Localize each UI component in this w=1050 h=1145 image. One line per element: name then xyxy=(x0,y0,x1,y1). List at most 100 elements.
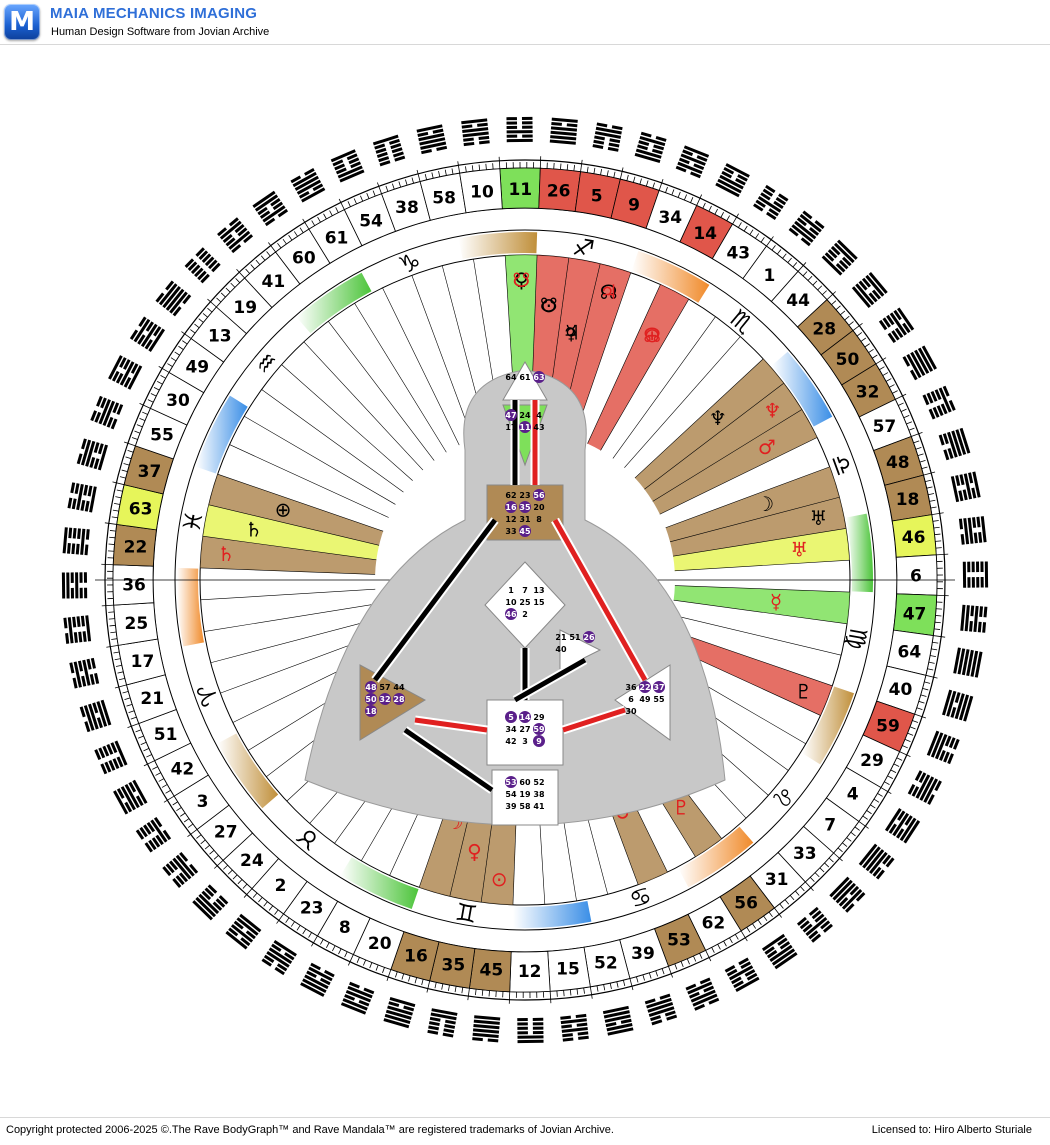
degree-tick xyxy=(884,781,890,785)
channel-line[interactable] xyxy=(403,727,494,793)
spoke-line xyxy=(411,275,474,440)
hexagram-icon xyxy=(821,239,858,276)
planet-glyph-icon: ♃ xyxy=(600,280,618,304)
degree-tick xyxy=(209,849,215,855)
degree-tick xyxy=(170,357,177,362)
gate-cell-10[interactable] xyxy=(459,168,503,214)
gate-number: 52 xyxy=(594,954,618,974)
degree-tick xyxy=(131,437,138,440)
degree-tick xyxy=(677,191,681,198)
channel-line[interactable] xyxy=(414,717,488,733)
degree-tick xyxy=(895,393,907,400)
degree-tick xyxy=(207,307,213,313)
degree-tick xyxy=(726,215,730,221)
spoke-line xyxy=(659,437,818,515)
degree-tick xyxy=(158,778,165,782)
degree-tick xyxy=(819,867,825,873)
degree-tick xyxy=(932,520,939,522)
degree-tick xyxy=(912,720,919,723)
degree-tick xyxy=(153,387,160,391)
channel-line[interactable] xyxy=(373,518,497,682)
gate-number: 22 xyxy=(124,537,148,557)
planet-glyph-icon: ☽ xyxy=(756,492,774,516)
center-gate-label: 56 xyxy=(533,491,545,500)
degree-tick xyxy=(757,919,762,925)
degree-tick xyxy=(163,795,175,803)
degree-tick xyxy=(109,530,116,532)
spoke-line xyxy=(612,316,716,459)
degree-tick xyxy=(661,968,665,975)
degree-tick xyxy=(441,983,444,990)
degree-tick xyxy=(932,641,939,644)
gate-number: 21 xyxy=(140,689,164,709)
hexagram-icon xyxy=(94,740,128,775)
activation-wedge xyxy=(670,497,846,557)
degree-tick xyxy=(809,877,815,882)
gate-number: 45 xyxy=(480,961,504,981)
gate-number: 6 xyxy=(910,566,922,586)
degree-tick xyxy=(928,661,935,664)
hexagram-icon xyxy=(953,647,983,678)
active-gate-dot xyxy=(505,501,517,513)
degree-tick xyxy=(124,697,131,700)
degree-tick xyxy=(896,757,903,761)
degree-tick xyxy=(648,972,652,979)
degree-tick xyxy=(142,411,148,415)
center-gate-label: 52 xyxy=(533,778,544,787)
degree-tick xyxy=(824,862,830,868)
degree-tick xyxy=(112,481,125,486)
active-gate-dot xyxy=(533,371,545,383)
degree-tick xyxy=(776,249,782,255)
degree-tick xyxy=(143,760,155,767)
active-gate-dot xyxy=(505,776,517,788)
planet-glyph-icon: ♂ xyxy=(758,435,776,459)
degree-tick xyxy=(702,202,706,209)
gate-number: 34 xyxy=(658,208,682,228)
spoke-line xyxy=(200,567,376,575)
gate-number: 27 xyxy=(214,823,238,843)
planet-glyph-icon: ⊕ xyxy=(644,323,661,347)
degree-tick xyxy=(405,179,408,186)
channel-line[interactable] xyxy=(513,657,587,703)
degree-tick xyxy=(401,973,405,980)
center-gate-label: 7 xyxy=(522,586,528,595)
gate-number: 7 xyxy=(824,815,836,835)
degree-tick xyxy=(560,163,562,170)
degree-tick xyxy=(918,700,925,704)
degree-tick xyxy=(220,292,226,298)
degree-tick xyxy=(807,275,813,281)
degree-tick xyxy=(242,883,248,889)
degree-tick xyxy=(931,648,938,651)
spoke-line xyxy=(229,444,389,518)
center-gate-label: 22 xyxy=(639,683,650,692)
hexagram-icon xyxy=(252,190,289,227)
degree-tick xyxy=(274,909,279,915)
degree-tick xyxy=(800,886,805,892)
center-gate-label: 32 xyxy=(379,695,390,704)
gate-number: 39 xyxy=(631,944,655,964)
channel-line[interactable] xyxy=(562,707,626,733)
degree-tick xyxy=(699,953,703,959)
channel-line[interactable] xyxy=(552,518,648,682)
center-gate-label: 49 xyxy=(639,695,651,704)
degree-tick xyxy=(128,710,135,714)
center-gate-label: 46 xyxy=(505,610,517,619)
degree-tick xyxy=(118,677,126,681)
degree-tick xyxy=(356,957,360,963)
degree-tick xyxy=(873,798,880,803)
center-gate-label: 20 xyxy=(533,503,545,512)
spoke-line xyxy=(328,321,435,461)
degree-tick xyxy=(593,167,596,174)
center-gate-label: 3 xyxy=(522,737,528,746)
hexagram-icon xyxy=(427,1008,458,1038)
gate-number: 18 xyxy=(896,490,920,510)
spleen-center[interactable] xyxy=(359,664,427,741)
degree-tick xyxy=(230,282,236,288)
center-gate-label: 33 xyxy=(505,527,516,536)
spoke-line xyxy=(666,628,833,687)
hexagram-icon xyxy=(155,280,192,317)
